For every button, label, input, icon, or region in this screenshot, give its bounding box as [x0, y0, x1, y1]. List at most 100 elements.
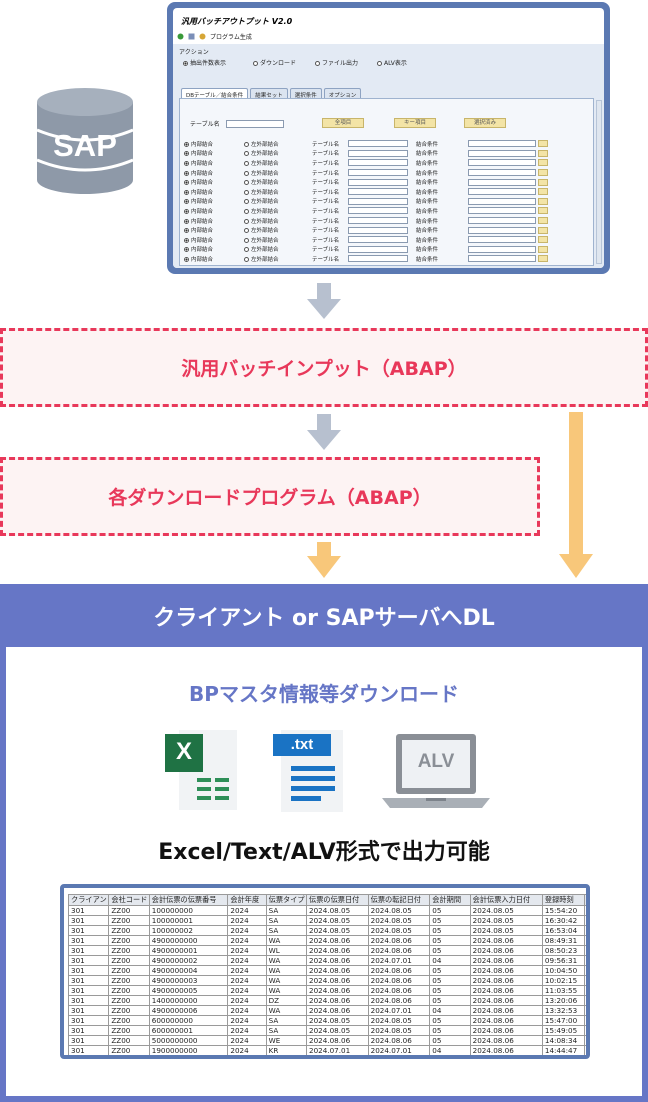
outer-join-radio[interactable]: 左外部結合: [244, 197, 312, 205]
value-help-icon[interactable]: [538, 245, 548, 253]
inner-join-radio[interactable]: 内部結合: [184, 226, 244, 234]
join-condition-field[interactable]: [468, 169, 536, 177]
alv-column-header[interactable]: 会計伝票入力日付: [469, 894, 543, 906]
join-condition-field[interactable]: [468, 178, 536, 186]
action-radio-count[interactable]: 抽出件数表示: [183, 58, 253, 67]
all-fields-button[interactable]: 全項目: [322, 118, 364, 128]
inner-join-radio[interactable]: 内部結合: [184, 255, 244, 263]
value-help-icon[interactable]: [538, 217, 548, 225]
outer-join-radio[interactable]: 左外部結合: [244, 226, 312, 234]
value-help-icon[interactable]: [538, 159, 548, 167]
outer-join-radio[interactable]: 左外部結合: [244, 159, 312, 167]
outer-join-radio[interactable]: 左外部結合: [244, 149, 312, 157]
alv-column-header[interactable]: 伝票タイプ: [265, 894, 308, 906]
table-name-field[interactable]: [348, 255, 408, 263]
scrollbar[interactable]: [596, 100, 602, 264]
join-condition-field[interactable]: [468, 226, 536, 234]
outer-join-radio[interactable]: 左外部結合: [244, 207, 312, 215]
table-name-input[interactable]: [225, 119, 284, 128]
alv-column-header[interactable]: 会社コード: [108, 894, 150, 906]
table-name-field[interactable]: [348, 226, 408, 234]
table-name-field[interactable]: [348, 149, 408, 157]
inner-join-radio[interactable]: 内部結合: [184, 169, 244, 177]
join-condition-field[interactable]: [468, 197, 536, 205]
value-help-icon[interactable]: [538, 178, 548, 186]
table-name-field[interactable]: [348, 197, 408, 205]
inner-join-radio[interactable]: 内部結合: [184, 188, 244, 196]
alv-column-header[interactable]: 会計年度: [227, 894, 267, 906]
value-help-icon[interactable]: [538, 226, 548, 234]
alv-column-header[interactable]: 会計期間: [429, 894, 471, 906]
selected-fields-button[interactable]: 選択済み: [464, 118, 506, 128]
table-name-field[interactable]: [348, 207, 408, 215]
outer-join-radio[interactable]: 左外部結合: [244, 236, 312, 244]
tab-db-table[interactable]: DBテーブル／結合条件: [181, 88, 249, 101]
table-name-field[interactable]: [348, 178, 408, 186]
inner-join-radio[interactable]: 内部結合: [184, 159, 244, 167]
value-help-icon[interactable]: [538, 207, 548, 215]
value-help-icon[interactable]: [538, 188, 548, 196]
inner-join-radio[interactable]: 内部結合: [184, 149, 244, 157]
program-generate-button[interactable]: プログラム生成: [210, 33, 252, 41]
inner-join-radio[interactable]: 内部結合: [184, 197, 244, 205]
alv-column-header[interactable]: 登録時刻: [541, 894, 586, 906]
table-name-field[interactable]: [348, 159, 408, 167]
execute-icon[interactable]: [177, 33, 184, 40]
value-help-icon[interactable]: [538, 140, 548, 148]
join-condition-field[interactable]: [468, 245, 536, 253]
table-name-field[interactable]: [348, 188, 408, 196]
alv-column-header[interactable]: 取引による: [584, 894, 586, 906]
join-condition-field[interactable]: [468, 188, 536, 196]
join-condition-field[interactable]: [468, 159, 536, 167]
outer-join-radio[interactable]: 左外部結合: [244, 188, 312, 196]
outer-join-radio[interactable]: 左外部結合: [244, 178, 312, 186]
value-help-icon[interactable]: [538, 149, 548, 157]
alv-column-header[interactable]: 伝票の転記日付: [367, 894, 431, 906]
table-name-field[interactable]: [348, 140, 408, 148]
inner-join-radio[interactable]: 内部結合: [184, 245, 244, 253]
inner-join-radio[interactable]: 内部結合: [184, 236, 244, 244]
alv-column-header[interactable]: クライアント: [67, 894, 110, 906]
join-condition-field[interactable]: [468, 140, 536, 148]
value-help-icon[interactable]: [538, 255, 548, 263]
save-icon[interactable]: [188, 33, 195, 40]
table-name-field[interactable]: [348, 236, 408, 244]
action-radio-file[interactable]: ファイル出力: [315, 58, 377, 67]
inner-join-radio[interactable]: 内部結合: [184, 217, 244, 225]
tab-selection[interactable]: 選択条件: [289, 88, 322, 101]
inner-join-radio[interactable]: 内部結合: [184, 207, 244, 215]
alv-column-header[interactable]: 会計伝票の伝票番号: [148, 894, 229, 906]
action-radio-alv[interactable]: ALV表示: [377, 58, 427, 67]
key-fields-button[interactable]: キー項目: [394, 118, 436, 128]
table-name-field[interactable]: [348, 217, 408, 225]
join-condition-field[interactable]: [468, 217, 536, 225]
join-condition-field[interactable]: [468, 149, 536, 157]
inner-join-radio[interactable]: 内部結合: [184, 178, 244, 186]
value-help-icon[interactable]: [538, 197, 548, 205]
table-name-field[interactable]: [348, 245, 408, 253]
value-help-icon[interactable]: [538, 169, 548, 177]
outer-join-radio[interactable]: 左外部結合: [244, 217, 312, 225]
inner-join-radio[interactable]: 内部結合: [184, 140, 244, 148]
action-radio-download[interactable]: ダウンロード: [253, 58, 315, 67]
outer-join-radio[interactable]: 左外部結合: [244, 245, 312, 253]
program-generate-icon[interactable]: [199, 33, 206, 40]
outer-join-radio[interactable]: 左外部結合: [244, 140, 312, 148]
join-condition-field[interactable]: [468, 255, 536, 263]
alv-column-header[interactable]: 伝票の伝票日付: [306, 894, 369, 906]
join-condition-field[interactable]: [468, 236, 536, 244]
value-help-icon[interactable]: [538, 236, 548, 244]
